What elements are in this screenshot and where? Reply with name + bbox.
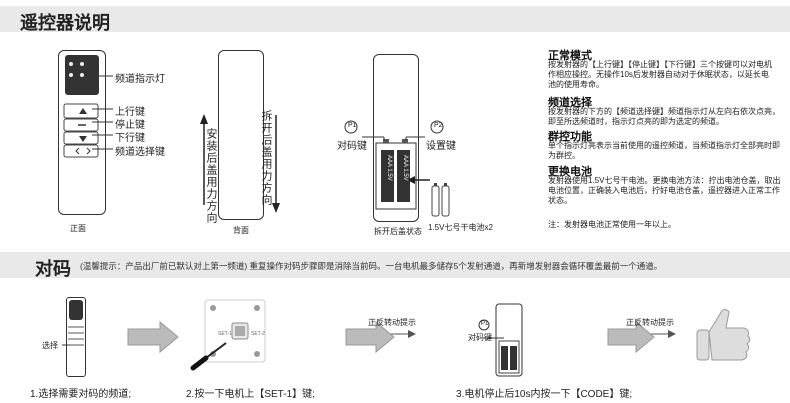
battery-slot	[381, 150, 394, 202]
indicator-light-icon	[80, 73, 84, 77]
step1-indicator-panel	[69, 300, 83, 320]
thumbs-up-icon	[696, 308, 751, 361]
caption-front: 正面	[70, 224, 86, 233]
step2-caption: 2.按一下电机上【SET-1】键;	[186, 389, 315, 400]
set2-label: SET-2	[251, 331, 265, 337]
label-down-key: 下行键	[115, 133, 145, 144]
left-chevron-icon	[75, 147, 80, 155]
group-control-line: 单个指示灯亮表示当前使用的遥控频道，当频道指示灯全部亮时即	[548, 141, 780, 150]
up-arrow-icon	[79, 108, 87, 114]
step3-code-key-label: 对码键	[468, 333, 492, 342]
battery-label: AAA 1.5V	[402, 155, 408, 181]
set-key-shape	[402, 139, 408, 143]
battery-replace-line: 发射器使用1.5V七号干电池。更换电池方法：拧出电池仓盖，取出	[548, 176, 781, 185]
battery-replace-line: 电池位置，正确装入电池后，拧好电池仓盖，遥控器进入正常工作	[548, 186, 780, 195]
section-header-remote	[0, 6, 790, 32]
big-arrow-icon	[345, 320, 395, 354]
code-key-shape	[383, 139, 389, 143]
step1-caption: 1.选择需要对码的频道;	[30, 389, 132, 400]
channel-select-line: 按发射器的下方的【频道选择键】频道指示灯从左向右依次点亮，	[548, 107, 780, 116]
open-cover-direction: 拆开后盖用力方向	[260, 110, 272, 206]
pairing-title: 对码	[35, 259, 71, 279]
group-control-line: 为群控。	[548, 151, 580, 160]
p1-text: P1	[348, 122, 357, 129]
caption-back: 背面	[233, 226, 249, 235]
big-arrow-icon	[127, 320, 179, 354]
down-arrow-icon	[272, 203, 280, 213]
rotation-hint: 正反转动提示	[368, 318, 416, 327]
indicator-light-icon	[69, 73, 73, 77]
page-title: 遥控器说明	[20, 13, 110, 33]
normal-mode-line: 按发射器的【上行键】【停止键】【下行键】三个按键可以对电机	[548, 60, 772, 69]
rotation-hint: 正反转动提示	[626, 318, 674, 327]
down-arrow-icon	[79, 136, 87, 142]
label-indicator: 频道指示灯	[115, 74, 165, 85]
battery-replace-line: 状态。	[548, 196, 572, 205]
group-control-title: 群控功能	[548, 131, 592, 143]
channel-key-shape	[63, 144, 99, 158]
big-arrow-icon	[607, 320, 655, 354]
set1-label: SET-1	[218, 331, 232, 337]
battery-replace-title: 更换电池	[548, 166, 592, 178]
remote-back	[218, 50, 264, 220]
indicator-light-icon	[80, 62, 84, 66]
label-channel-key: 频道选择键	[115, 147, 165, 158]
left-arrow-icon	[407, 176, 415, 184]
section-header-pairing	[0, 252, 790, 278]
p2-marker	[430, 120, 444, 134]
step1-select-label: 选择	[42, 341, 58, 350]
caption-battery: 1.5V七号干电池x2	[428, 223, 493, 232]
p1-marker	[344, 120, 358, 134]
screwdriver-icon	[190, 355, 209, 371]
label-up-key: 上行键	[115, 107, 145, 118]
channel-select-title: 频道选择	[548, 97, 592, 109]
install-cover-direction: 安装后盖用力方向	[205, 128, 217, 224]
label-code-key: 对码键	[337, 141, 367, 152]
up-arrow-icon	[200, 114, 208, 124]
step3-caption: 3.电机停止后10s内按一下【CODE】键;	[456, 389, 633, 400]
normal-mode-line: 作相应操控。无操作10s后发射器自动对于休眠状态，以延长电	[548, 70, 769, 79]
caption-opened: 拆开后盖状态	[374, 227, 422, 236]
battery-label: AAA 1.5V	[386, 155, 392, 181]
pairing-tip: (温馨提示：产品出厂前已默认对上第一频道) 重复操作对码步骤即是消除当前码。一台…	[80, 261, 663, 271]
right-chevron-icon	[86, 147, 91, 155]
battery-note: 注：发射器电池正常使用一年以上。	[548, 220, 676, 229]
indicator-light-icon	[69, 62, 73, 66]
battery-slot	[397, 150, 410, 202]
label-stop-key: 停止键	[115, 120, 145, 131]
normal-mode-line: 池的使用寿命。	[548, 80, 604, 89]
normal-mode-title: 正常模式	[548, 50, 592, 62]
channel-select-line: 即至所选频道时，指示灯点亮的即为选定的频道。	[548, 117, 724, 126]
label-set-key: 设置键	[426, 141, 456, 152]
p2-text: P2	[434, 122, 443, 129]
step1-remote	[66, 297, 86, 377]
step3-p1-text: P1	[481, 321, 489, 327]
